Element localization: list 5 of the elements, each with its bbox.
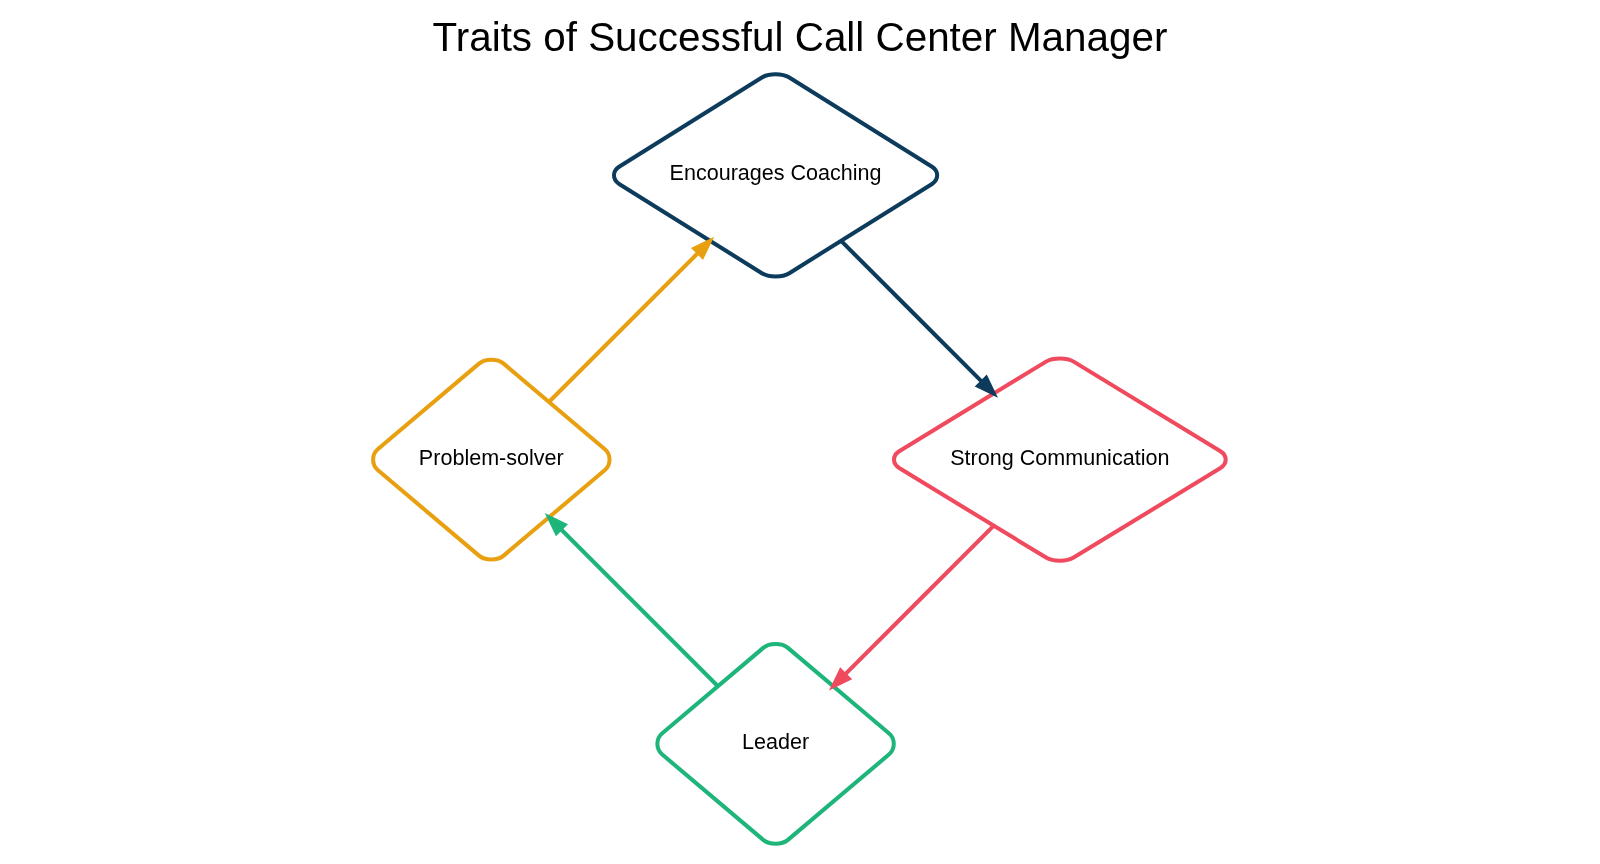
arrow [828,524,995,691]
arrow [839,239,998,398]
arrow [547,236,715,404]
diagram-title: Traits of Successful Call Center Manager [432,14,1168,61]
arrow [544,513,720,688]
